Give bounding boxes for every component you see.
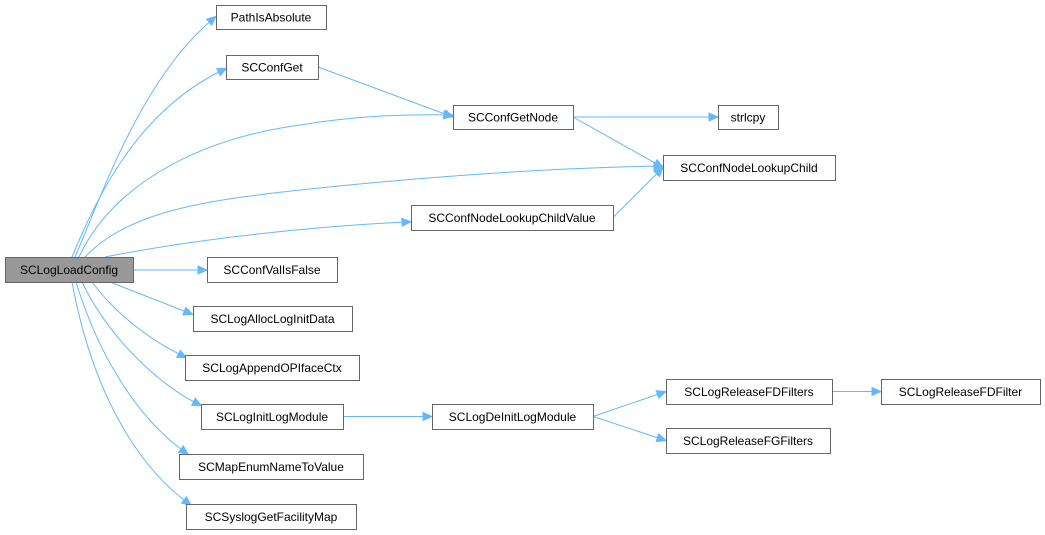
arrowhead-ilm-to-dilm	[422, 411, 434, 422]
arrowhead-root-to-menv	[177, 444, 190, 456]
node-box	[453, 105, 574, 130]
node-label: SCConfNodeLookupChildValue	[428, 211, 596, 225]
node-cnlcv[interactable]: SCConfNodeLookupChildValue	[411, 205, 614, 231]
node-label: SCLogAppendOPIfaceCtx	[202, 361, 341, 375]
arrowhead-cgn-to-cnlc	[652, 158, 665, 169]
node-ilm[interactable]: SCLogInitLogModule	[201, 404, 344, 430]
arrowhead-root-to-cg	[215, 67, 228, 77]
edge-root-to-cnlcv	[104, 221, 408, 258]
node-label: SCSyslogGetFacilityMap	[205, 510, 338, 524]
node-label: SCLogAllocLogInitData	[210, 312, 334, 326]
node-box	[226, 55, 319, 80]
node-root[interactable]: SCLogLoadConfig	[5, 257, 134, 283]
nodes-layer: SCLogLoadConfig PathIsAbsoluteSCConfGetSC…	[5, 5, 1041, 530]
node-sgfm[interactable]: SCSyslogGetFacilityMap	[186, 504, 357, 530]
node-label: SCLogDeInitLogModule	[449, 410, 577, 424]
edge-root-to-sgfm	[71, 281, 189, 504]
arrowhead-cgn-to-strl	[708, 112, 720, 122]
node-box	[5, 257, 134, 283]
edge-cgn-to-cnlc	[572, 116, 657, 165]
node-box	[186, 504, 357, 530]
arrowhead-cnlcv-to-cnlc	[652, 166, 664, 178]
node-label: SCLogInitLogModule	[216, 410, 328, 424]
edge-root-to-pia	[74, 18, 214, 258]
edge-dilm-to-rfdfs	[592, 393, 659, 417]
arrowhead-root-to-aoic	[175, 349, 188, 359]
node-label: PathIsAbsolute	[231, 11, 312, 25]
node-aoic[interactable]: SCLogAppendOPIfaceCtx	[185, 355, 360, 381]
edge-root-to-cnlc	[84, 165, 660, 258]
node-cnlc[interactable]: SCConfNodeLookupChild	[663, 155, 836, 181]
edge-cnlcv-to-cnlc	[612, 172, 658, 218]
node-cvf[interactable]: SCConfValIsFalse	[207, 257, 338, 283]
node-box	[216, 5, 327, 30]
node-box	[201, 404, 344, 430]
edge-root-to-ilm	[81, 281, 199, 405]
arrowhead-rfdfs-to-rfdf	[871, 386, 883, 397]
node-label: SCConfGetNode	[468, 111, 558, 125]
node-label: SCConfGet	[241, 61, 303, 75]
node-cgn[interactable]: SCConfGetNode	[453, 105, 574, 130]
node-rfdf[interactable]: SCLogReleaseFDFilter	[881, 379, 1041, 405]
node-box	[666, 428, 831, 454]
arrowhead-cg-to-cgn	[442, 109, 455, 119]
node-box	[207, 257, 338, 283]
node-label: strlcpy	[731, 111, 766, 125]
node-label: SCLogLoadConfig	[20, 263, 118, 277]
node-box	[432, 404, 594, 430]
node-box	[193, 306, 353, 332]
node-label: SCLogReleaseFGFilters	[683, 434, 813, 448]
node-menv[interactable]: SCMapEnumNameToValue	[179, 454, 364, 480]
arrowhead-root-to-cvf	[197, 265, 209, 275]
node-label: SCMapEnumNameToValue	[198, 460, 344, 474]
node-label: SCLogReleaseFDFilters	[684, 385, 813, 399]
arrowhead-dilm-to-rfgf	[655, 433, 668, 443]
node-box	[718, 105, 779, 130]
node-label: SCConfNodeLookupChild	[680, 161, 817, 175]
node-label: SCLogReleaseFDFilter	[899, 385, 1022, 399]
node-box	[179, 454, 364, 480]
edges-layer	[71, 15, 883, 507]
arrowhead-root-to-alid	[182, 306, 194, 316]
arrowhead-root-to-pia	[205, 15, 218, 27]
arrowhead-dilm-to-rfdfs	[655, 390, 668, 400]
edge-cg-to-cgn	[317, 66, 446, 115]
node-box	[881, 379, 1041, 405]
edge-root-to-menv	[75, 281, 186, 453]
arrowhead-root-to-ilm	[190, 397, 203, 407]
node-label: SCConfValIsFalse	[223, 263, 320, 277]
edge-root-to-cgn	[78, 114, 450, 258]
edge-root-to-alid	[109, 281, 190, 314]
node-alid[interactable]: SCLogAllocLogInitData	[193, 306, 353, 332]
edge-dilm-to-rfgf	[592, 416, 659, 439]
node-dilm[interactable]: SCLogDeInitLogModule	[432, 404, 594, 430]
node-pia[interactable]: PathIsAbsolute	[216, 5, 327, 30]
node-rfgf[interactable]: SCLogReleaseFGFilters	[666, 428, 831, 454]
node-cg[interactable]: SCConfGet	[226, 55, 319, 80]
arrowhead-root-to-cnlcv	[401, 217, 413, 228]
node-strl[interactable]: strlcpy	[718, 105, 779, 130]
node-rfdfs[interactable]: SCLogReleaseFDFilters	[666, 379, 833, 405]
node-box	[663, 155, 836, 181]
node-box	[185, 355, 360, 381]
node-box	[411, 205, 614, 231]
edge-root-to-cg	[71, 69, 224, 258]
node-box	[666, 379, 833, 405]
